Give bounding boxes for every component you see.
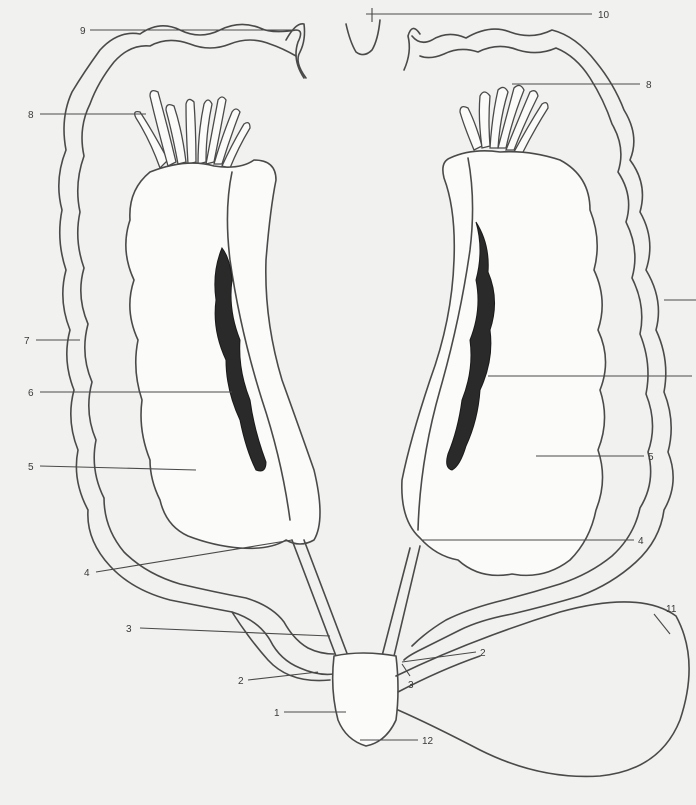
label-12: 12 [422,736,434,747]
label-7: 7 [24,336,30,347]
label-5a: 5 [28,462,34,473]
label-9: 9 [80,26,86,37]
label-1: 1 [274,708,280,719]
label-10: 10 [598,10,610,21]
label-11: 11 [666,604,677,615]
label-4a: 4 [84,568,90,579]
leader-4a [96,540,292,572]
mouth-rim-right [404,28,420,70]
lower-connector [232,612,330,681]
mouth-center [346,20,380,55]
leader-11 [654,614,670,634]
label-2a: 2 [238,676,244,687]
label-2b: 2 [480,648,486,659]
label-3b: 3 [408,680,414,691]
label-8a: 8 [28,110,34,121]
central-body [333,653,398,746]
left-duct-a [292,540,336,656]
left-duct-b [304,540,348,656]
label-4b: 4 [638,536,644,547]
appendage-loop [396,602,689,777]
label-8b: 8 [646,80,652,91]
left-tentacle-tuft [135,91,250,168]
label-5b: 5 [648,452,654,463]
label-6: 6 [28,388,34,399]
leader-3a [140,628,330,636]
right-duct-a [382,548,410,656]
label-3a: 3 [126,624,132,635]
leader-2a [248,672,318,680]
right-tentacle-tuft [460,85,548,154]
right-gonad [402,151,606,576]
